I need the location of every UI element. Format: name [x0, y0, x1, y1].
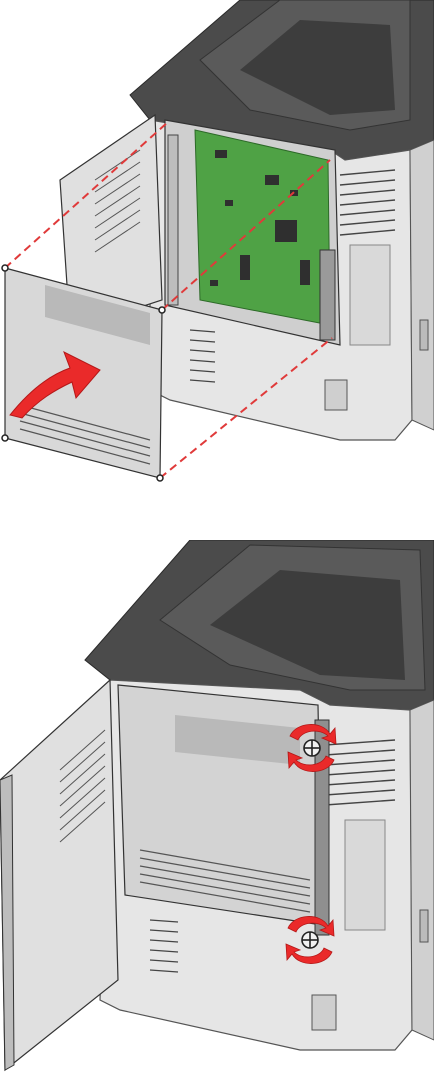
- side-button: [420, 910, 428, 942]
- step-2-svg: [0, 540, 434, 1079]
- open-door: [0, 680, 118, 1070]
- controller-board: [195, 130, 330, 325]
- printer-side: [410, 140, 434, 430]
- door-edge: [0, 775, 14, 1070]
- side-panel-recess: [345, 820, 385, 930]
- side-button: [420, 320, 428, 350]
- step-2-illustration: [0, 540, 434, 1079]
- board-bracket: [320, 250, 335, 340]
- port-slot: [325, 380, 347, 410]
- printer-side: [410, 700, 434, 1040]
- step-1-illustration: [0, 0, 434, 500]
- board-left-rail: [168, 135, 178, 305]
- side-panel-recess: [350, 245, 390, 345]
- step-1-svg: [0, 0, 434, 500]
- port-slot: [312, 995, 336, 1030]
